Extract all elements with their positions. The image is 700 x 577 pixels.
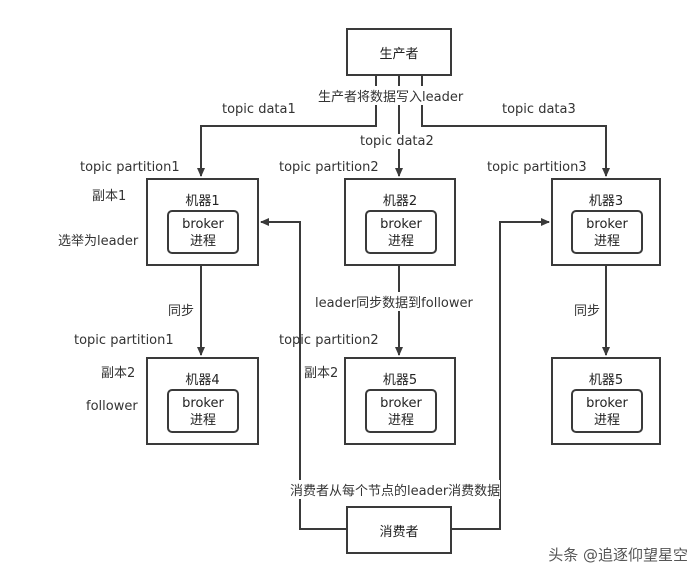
machine4-process-text: 进程 <box>189 413 216 428</box>
label-topic-data2: topic data2 <box>360 134 434 149</box>
label-topic-data1: topic data1 <box>222 102 296 117</box>
machine3-box: 机器3 broker 进程 <box>551 178 661 266</box>
machine1-title: 机器1 <box>185 194 220 209</box>
arrow-consumer-to-machine1 <box>260 218 346 530</box>
label-sync-right: 同步 <box>574 304 601 319</box>
label-sync-middle: leader同步数据到follower <box>315 292 473 311</box>
machine3-broker-text: broker <box>586 217 628 232</box>
machine1-broker-text: broker <box>182 217 224 232</box>
label-topic-data3: topic data3 <box>502 102 576 117</box>
producer-label: 生产者 <box>379 47 419 62</box>
machine2-box: 机器2 broker 进程 <box>344 178 456 266</box>
watermark-text: 头条 @追逐仰望星空 <box>548 546 688 564</box>
machine5-broker-process: broker 进程 <box>365 389 437 433</box>
label-producer-writes: 生产者将数据写入leader <box>318 86 464 105</box>
consumer-label: 消费者 <box>379 525 419 540</box>
machine5-title: 机器5 <box>382 373 418 388</box>
machine2-title: 机器2 <box>382 194 418 209</box>
label-consumer-reads: 消费者从每个节点的leader消费数据 <box>290 480 501 499</box>
machine3-process-text: 进程 <box>593 234 620 249</box>
partition-label-machine2: topic partition2 <box>279 160 379 175</box>
replica-label-machine1: 副本1 <box>92 189 127 204</box>
replica-label-machine4: 副本2 <box>101 366 136 381</box>
machine5b-process-text: 进程 <box>593 413 620 428</box>
machine2-broker-process: broker 进程 <box>365 210 437 254</box>
partition-label-machine3: topic partition3 <box>487 160 587 175</box>
producer-box: 生产者 <box>346 28 452 76</box>
machine2-process-text: 进程 <box>387 234 414 249</box>
partition-label-machine1: topic partition1 <box>80 160 180 175</box>
note-label-machine4: follower <box>86 399 138 414</box>
label-sync-left: 同步 <box>168 304 195 319</box>
machine5-box: 机器5 broker 进程 <box>344 357 456 445</box>
machine5b-box: 机器5 broker 进程 <box>551 357 661 445</box>
machine5-broker-text: broker <box>380 396 422 411</box>
machine1-process-text: 进程 <box>189 234 216 249</box>
machine3-title: 机器3 <box>588 194 624 209</box>
partition-label-machine5: topic partition2 <box>279 333 379 348</box>
machine4-broker-text: broker <box>182 396 224 411</box>
machine1-broker-process: broker 进程 <box>167 210 239 254</box>
machine2-broker-text: broker <box>380 217 422 232</box>
machine5b-broker-process: broker 进程 <box>571 389 643 433</box>
partition-label-machine4: topic partition1 <box>74 333 174 348</box>
machine1-box: 机器1 broker 进程 <box>146 178 259 266</box>
arrow-consumer-to-machine3 <box>452 218 550 530</box>
machine5b-title: 机器5 <box>588 373 624 388</box>
consumer-box: 消费者 <box>346 506 452 554</box>
machine4-broker-process: broker 进程 <box>167 389 239 433</box>
note-label-machine1: 选举为leader <box>58 234 139 249</box>
replica-label-machine5: 副本2 <box>304 366 339 381</box>
machine4-box: 机器4 broker 进程 <box>146 357 259 445</box>
machine5-process-text: 进程 <box>387 413 414 428</box>
machine3-broker-process: broker 进程 <box>571 210 643 254</box>
machine4-title: 机器4 <box>185 373 220 388</box>
machine5b-broker-text: broker <box>586 396 628 411</box>
